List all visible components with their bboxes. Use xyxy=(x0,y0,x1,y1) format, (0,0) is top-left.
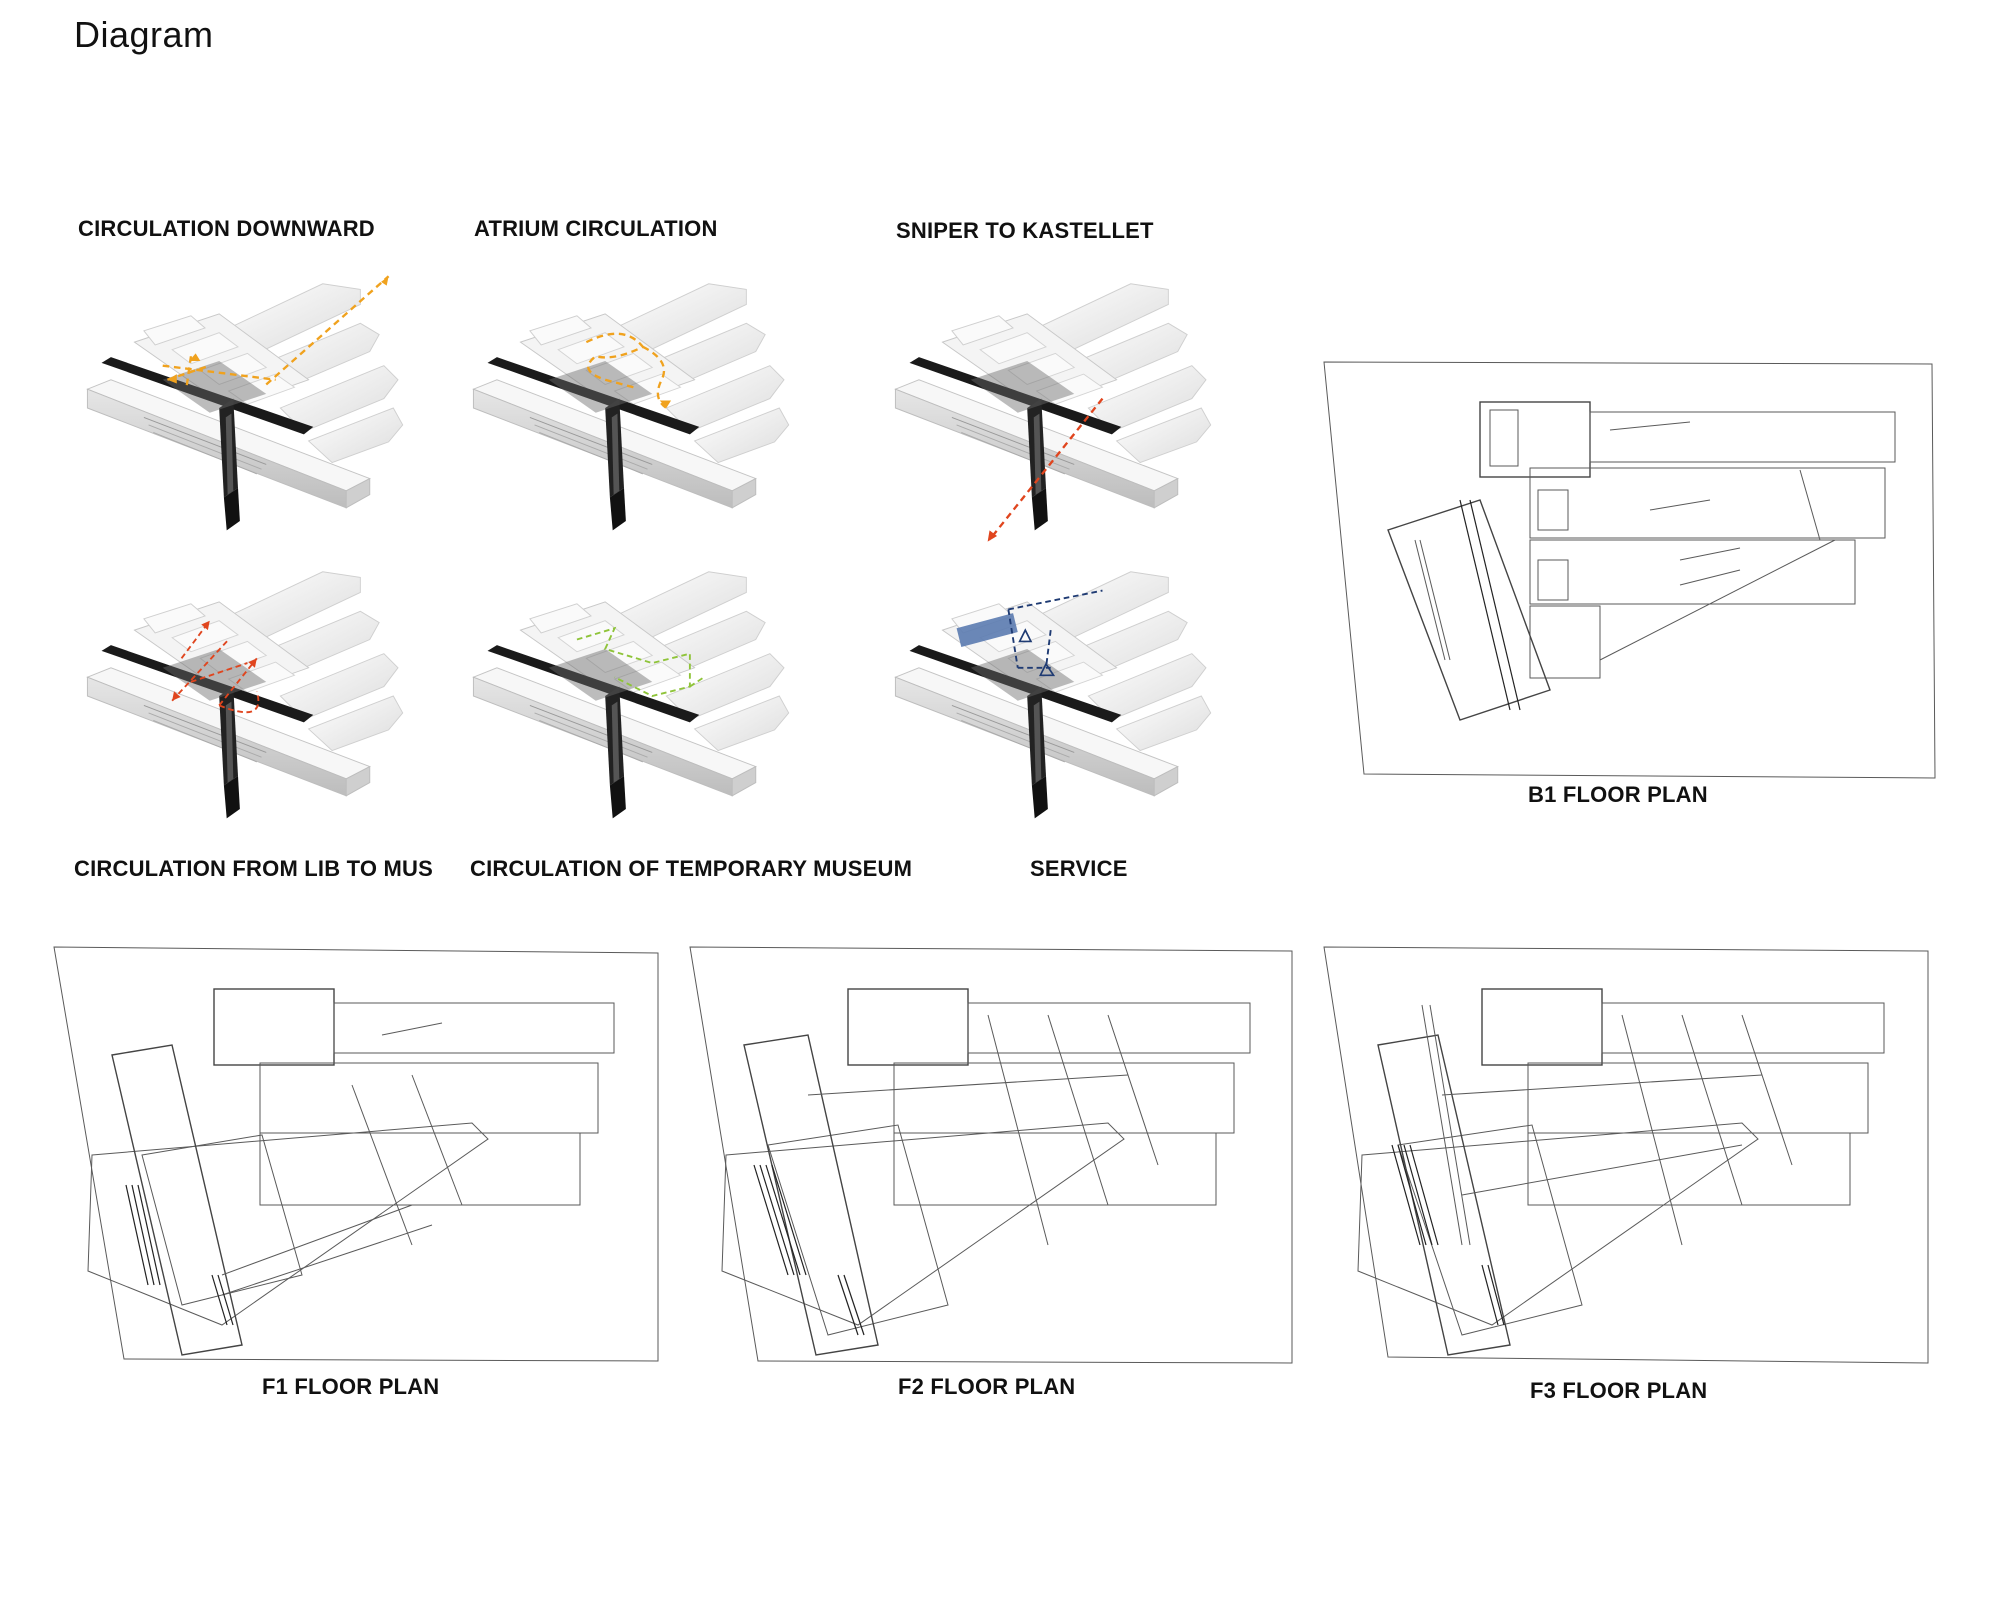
diagram-label-sniper-to-kastellet: SNIPER TO KASTELLET xyxy=(896,218,1154,243)
service-arrows xyxy=(1007,589,1103,669)
page-title: Diagram xyxy=(74,14,214,55)
atrium-arrows xyxy=(585,332,668,409)
diagram-label-circulation-downward: CIRCULATION DOWNWARD xyxy=(78,216,375,241)
floor-plan-b1 xyxy=(1320,360,1940,780)
temporary-museum-arrows xyxy=(576,626,705,697)
axo-diagram-lib-to-mus xyxy=(78,556,404,836)
axo-diagram-service xyxy=(886,556,1212,836)
service-block xyxy=(956,613,1018,648)
diagram-label-temporary-museum: CIRCULATION OF TEMPORARY MUSEUM xyxy=(470,856,913,881)
circulation-arrows xyxy=(162,275,390,390)
floor-plan-f3 xyxy=(1322,945,1934,1365)
diagram-label-service: SERVICE xyxy=(1030,856,1128,881)
plan-label-f1: F1 FLOOR PLAN xyxy=(262,1374,440,1399)
axo-diagram-circulation-downward xyxy=(78,268,404,548)
plan-label-f3: F3 FLOOR PLAN xyxy=(1530,1378,1708,1403)
axo-diagram-sniper-to-kastellet xyxy=(886,268,1212,548)
diagram-label-circulation-lib-to-mus: CIRCULATION FROM LIB TO MUS xyxy=(74,856,434,881)
diagram-label-atrium-circulation: ATRIUM CIRCULATION xyxy=(474,216,718,241)
axo-diagram-temporary-museum xyxy=(464,556,790,836)
floor-plan-f1 xyxy=(52,945,662,1365)
sniper-arrows xyxy=(988,397,1104,541)
axo-diagram-atrium-circulation xyxy=(464,268,790,548)
floor-plan-f2 xyxy=(688,945,1298,1365)
plan-label-f2: F2 FLOOR PLAN xyxy=(898,1374,1076,1399)
plan-label-b1: B1 FLOOR PLAN xyxy=(1528,782,1708,807)
